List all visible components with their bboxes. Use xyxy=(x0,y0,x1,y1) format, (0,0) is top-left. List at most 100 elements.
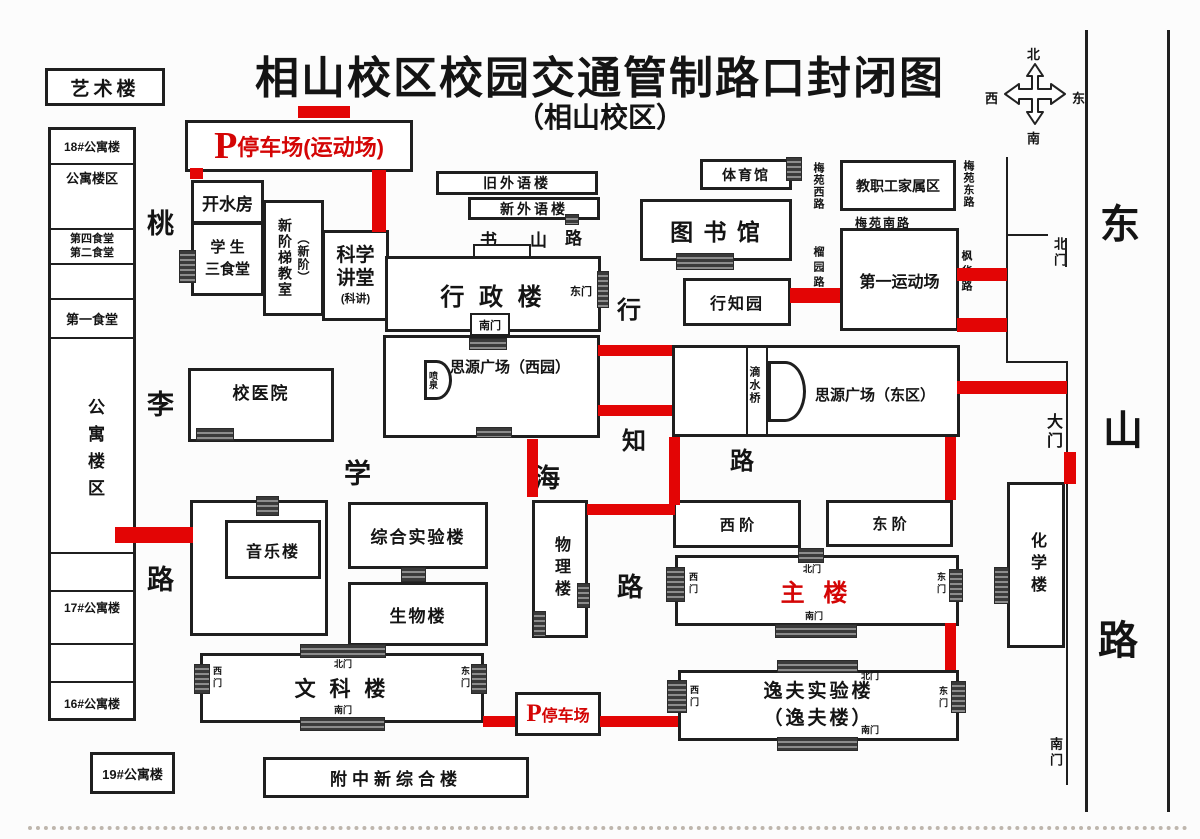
road-xuehai-char1: 学 xyxy=(344,459,371,489)
gate-barrier-icon xyxy=(565,214,579,225)
road-closure-bar xyxy=(1064,452,1076,484)
road-xingzhi-char3: 路 xyxy=(730,448,754,475)
map-bottom-edge xyxy=(28,826,1188,830)
new-stairs-label: 新阶梯教室 xyxy=(277,218,293,298)
column-divider xyxy=(50,590,134,592)
siyuan-square-west xyxy=(383,335,600,438)
gate-barrier-icon xyxy=(300,717,385,731)
road-closure-bar xyxy=(587,504,675,515)
road-closure-bar xyxy=(957,318,1007,332)
liberal-east-gate-label: 东门 xyxy=(460,666,470,690)
boiler-room: 开水房 xyxy=(191,180,264,224)
dripping-bridge-label: 滴水桥 xyxy=(748,366,760,405)
staff-housing: 教职工家属区 xyxy=(840,160,956,211)
road-closure-bar xyxy=(527,439,538,497)
main-north-gate-label: 北门 xyxy=(803,564,822,574)
new-foreign-building: 新外语楼 xyxy=(468,197,600,220)
library: 图 书 馆 xyxy=(640,199,792,261)
page-title: 相山校区校园交通管制路口封闭图 xyxy=(255,54,945,103)
parking-p-glyph: P xyxy=(214,125,238,167)
apt-area-vertical-label: 公寓楼区 xyxy=(85,398,104,506)
road-meiyuan-west: 梅苑西路 xyxy=(812,162,824,210)
road-closure-bar xyxy=(669,437,680,505)
road-xingzhi-char1: 行 xyxy=(617,297,641,324)
apt19-building: 19#公寓楼 xyxy=(90,752,175,794)
road-closure-bar xyxy=(600,716,678,727)
art-building: 艺术楼 xyxy=(45,68,165,106)
admin-building: 行 政 楼 xyxy=(385,256,601,332)
column-divider xyxy=(50,263,134,265)
gate-barrier-icon xyxy=(666,567,685,602)
compass-west: 西 xyxy=(985,91,999,106)
gate-barrier-icon xyxy=(256,496,279,516)
road-taoli-char1: 桃 xyxy=(147,209,174,239)
east-steps: 东 阶 xyxy=(826,500,953,547)
column-divider xyxy=(50,298,134,300)
gate-barrier-icon xyxy=(949,569,963,602)
road-closure-bar xyxy=(298,106,350,118)
south-gate-label: 南门 xyxy=(1048,737,1063,769)
gate-barrier-icon xyxy=(469,338,507,350)
boundary-vertical-south xyxy=(1066,361,1068,785)
road-closure-bar xyxy=(598,405,672,416)
student-canteen3: 学 生 三食堂 xyxy=(191,222,264,296)
road-xuehai-char2: 海 xyxy=(534,463,561,493)
admin-east-gate-label: 东门 xyxy=(570,286,592,298)
column-divider xyxy=(50,163,134,165)
gate-barrier-icon xyxy=(577,583,590,608)
bridge-icon xyxy=(768,361,806,422)
gate-barrier-icon xyxy=(179,250,196,283)
gate-barrier-icon xyxy=(476,427,512,438)
road-closure-bar xyxy=(945,623,956,670)
south-parking: P 停车场 xyxy=(515,692,601,736)
west-steps: 西 阶 xyxy=(673,500,801,548)
gate-barrier-icon xyxy=(775,624,857,638)
column-divider xyxy=(50,681,134,683)
playground-no1: 第一运动场 xyxy=(840,228,959,331)
canteen42-label: 第四食堂 第二食堂 xyxy=(70,233,114,260)
main-building: 主 楼 xyxy=(675,555,959,626)
gate-barrier-icon xyxy=(401,567,426,582)
yifu-west-gate-label: 西门 xyxy=(689,685,699,709)
boundary-north-gate-stub2 xyxy=(1065,238,1067,267)
main-west-gate-label: 西门 xyxy=(688,572,698,596)
liberal-north-gate-label: 北门 xyxy=(334,659,353,669)
admin-south-gate-box: 南门 xyxy=(470,313,510,336)
bridge-strip-line2 xyxy=(766,347,768,435)
road-closure-bar xyxy=(790,288,840,303)
road-dongshan-char3: 路 xyxy=(1098,619,1138,663)
canteen1-label: 第一食堂 xyxy=(65,312,118,327)
road-shushan-char3: 路 xyxy=(565,229,582,248)
road-liuyuan: 榴园路 xyxy=(812,246,824,291)
siyuan-east-label: 思源广场（东区） xyxy=(815,387,936,404)
gate-barrier-icon xyxy=(786,157,802,181)
apt-area-label: 公寓楼区 xyxy=(65,171,118,186)
apartment-column xyxy=(48,127,136,721)
compass-icon xyxy=(1004,63,1066,125)
road-closure-bar xyxy=(190,168,203,179)
boundary-vertical-north xyxy=(1006,157,1008,363)
bridge-strip-line1 xyxy=(746,347,748,435)
music-building: 音乐楼 xyxy=(225,520,321,579)
road-xingzhi-char2: 知 xyxy=(622,428,646,455)
yifu-south-gate-label: 南门 xyxy=(861,725,880,735)
new-stairs-alias: （新阶） xyxy=(296,232,310,284)
siyuan-west-label: 思源广场（西园） xyxy=(450,359,571,376)
road-closure-bar xyxy=(957,268,1007,281)
road-dongshan-char2: 山 xyxy=(1103,409,1143,453)
gate-barrier-icon xyxy=(194,664,210,694)
main-south-gate-label: 南门 xyxy=(805,611,824,621)
compass-east: 东 xyxy=(1072,91,1086,106)
dongshan-road-line-west xyxy=(1085,30,1088,812)
road-taoli-char3: 路 xyxy=(147,565,174,595)
road-xuehai-char3: 路 xyxy=(617,572,644,602)
liberal-south-gate-label: 南门 xyxy=(334,705,353,715)
compass-south: 南 xyxy=(1027,131,1041,146)
yifu-lab-building: 逸夫实验楼 （逸夫楼） xyxy=(678,670,959,741)
road-dongshan-char1: 东 xyxy=(1100,203,1140,247)
gate-barrier-icon xyxy=(196,428,234,441)
gymnasium: 体育馆 xyxy=(700,159,792,190)
fountain-icon: 喷泉 xyxy=(424,360,452,400)
column-divider xyxy=(50,552,134,554)
